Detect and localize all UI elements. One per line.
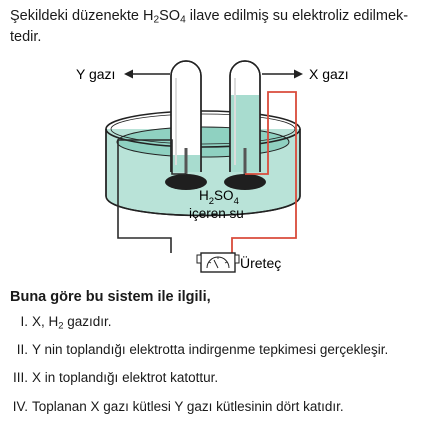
statement-item: I. X, H2 gazıdır. xyxy=(0,314,112,332)
left-electrode xyxy=(165,174,207,190)
question-text: Buna göre bu sistem ile ilgili, xyxy=(10,289,211,305)
intro-part: ilave edilmiş su elektroliz edilmek-tedi… xyxy=(10,8,409,45)
statement-item: IV. Toplanan X gazı kütlesi Y gazı kütles… xyxy=(0,399,344,414)
statement-subscript: 2 xyxy=(58,320,64,332)
statement-number: III. xyxy=(12,370,28,385)
y-gas-arrowhead xyxy=(124,69,133,79)
positive-wire xyxy=(231,91,297,253)
statement-number: II. xyxy=(16,342,28,357)
statement-text: X in toplandığı elektrot katottur. xyxy=(32,370,219,385)
right-collection-tube xyxy=(229,60,261,172)
x-gas-label: X gazı xyxy=(309,66,349,82)
statement-text: X, H xyxy=(32,314,59,329)
x-gas-arrowhead xyxy=(294,69,303,79)
generator-label: Üreteç xyxy=(240,254,281,271)
statement-item: II. Y nin toplandığı elektrotta indirgenm… xyxy=(0,342,388,357)
right-electrode xyxy=(224,174,266,190)
statement-number: I. xyxy=(20,314,28,329)
solution-label-line2: içeren su xyxy=(189,206,244,221)
statement-text: gazıdır. xyxy=(63,314,112,329)
intro-text: Şekildeki düzenekte H2SO4 ilave edilmiş … xyxy=(10,6,415,48)
negative-wire xyxy=(117,139,186,253)
statement-text: Toplanan X gazı kütlesi Y gazı kütlesini… xyxy=(32,399,344,414)
intro-subscript: 2 xyxy=(153,14,160,26)
statement-item: III. X in toplandığı elektrot katottur. xyxy=(0,370,218,385)
solution-label: H2SO4 xyxy=(199,188,239,207)
water-surface xyxy=(116,126,290,158)
generator xyxy=(196,252,240,273)
beaker-rim xyxy=(105,110,301,148)
intro-part: Şekildeki düzenekte H xyxy=(10,8,154,24)
intro-part: SO xyxy=(159,8,181,24)
statement-number: IV. xyxy=(12,399,28,414)
statement-text: Y nin toplandığı elektrotta indirgenme t… xyxy=(32,342,389,357)
intro-subscript: 4 xyxy=(180,14,186,26)
y-gas-label: Y gazı xyxy=(76,66,115,82)
